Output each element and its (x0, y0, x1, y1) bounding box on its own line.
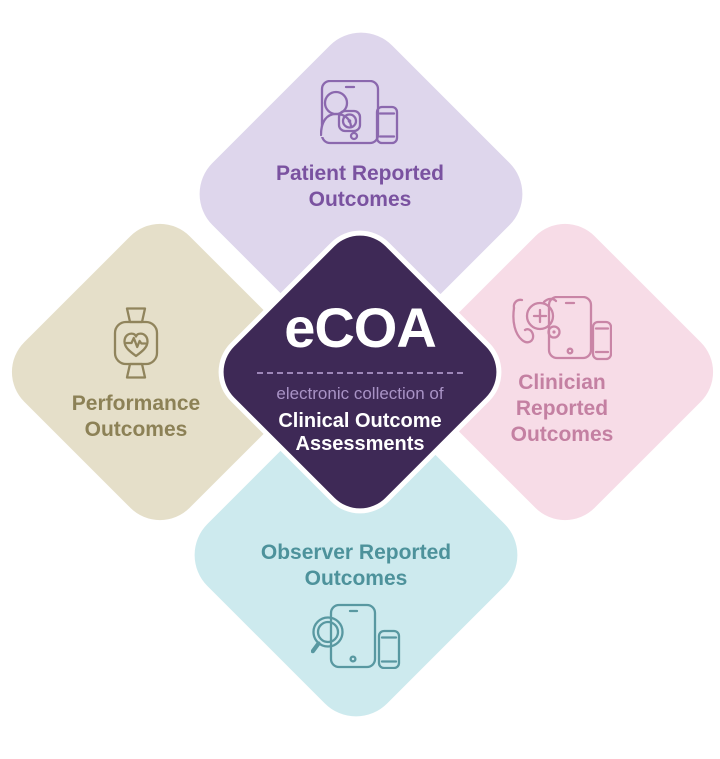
label-line: Clinician (518, 371, 606, 394)
label-line: Performance (71, 392, 201, 415)
label-line: Observer Reported (260, 541, 452, 564)
performance-quadrant-label: Performance Outcomes (72, 391, 200, 443)
performance-quadrant-content: Performance Outcomes (36, 306, 236, 443)
clinician-quadrant-label: Clinician Reported Outcomes (511, 370, 614, 448)
patient-quadrant-content: Patient Reported Outcomes (240, 80, 480, 213)
clinician-quadrant-content: Clinician Reported Outcomes (462, 296, 662, 448)
label-line: Patient Reported (275, 162, 445, 185)
label-line: Outcomes (84, 418, 188, 441)
observer-quadrant-label: Observer Reported Outcomes (261, 540, 451, 592)
label-line: Outcomes (304, 567, 408, 590)
ecoa-full-name: Clinical Outcome Assessments (278, 410, 441, 456)
name-line: Assessments (295, 433, 425, 455)
label-line: Outcomes (510, 423, 614, 446)
ecoa-subtitle: electronic collection of (276, 384, 444, 403)
stethoscope-tablet-phone-icon (512, 296, 612, 362)
smartwatch-heart-ecg-icon (112, 306, 160, 382)
label-line: Reported (515, 397, 609, 420)
ecoa-center-content: eCOA electronic collection of Clinical O… (248, 300, 472, 456)
magnifier-tablet-phone-icon (311, 603, 401, 669)
tablet-patient-phone-icon (320, 80, 400, 145)
ecoa-acronym: eCOA (284, 296, 437, 359)
name-line: Clinical Outcome (278, 410, 442, 432)
label-line: Outcomes (308, 188, 412, 211)
observer-quadrant-content: Observer Reported Outcomes (246, 540, 466, 669)
patient-quadrant-label: Patient Reported Outcomes (276, 161, 444, 213)
dashed-divider (257, 372, 463, 374)
